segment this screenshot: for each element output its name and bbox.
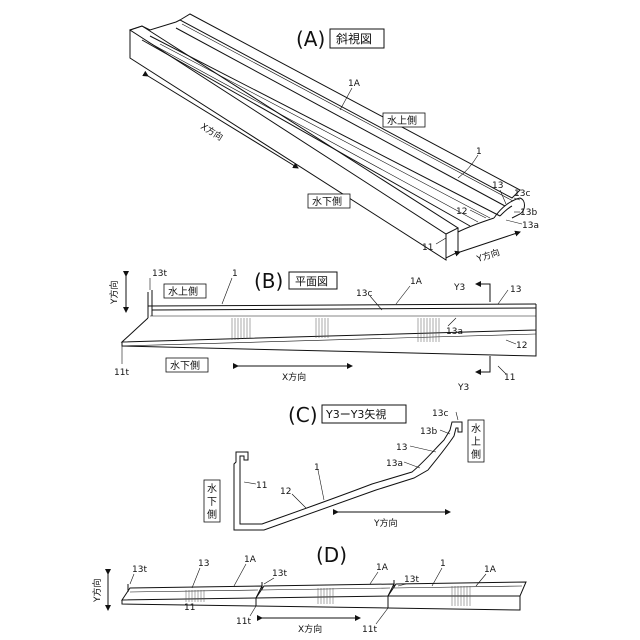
label-13-a: 13 — [492, 181, 503, 191]
label-11t-d-2: 11t — [362, 625, 377, 635]
label-13c-c: 13c — [432, 409, 448, 419]
upstream-char-1-c: 水 — [471, 423, 481, 435]
label-12-b: 12 — [516, 341, 527, 351]
label-1-a: 1 — [476, 147, 482, 157]
upstream-label-a: 水上側 — [387, 114, 417, 127]
label-11-a: 11 — [422, 243, 433, 253]
label-y3-top: Y3 — [453, 283, 465, 293]
downstream-char-2-c: 下 — [207, 497, 217, 508]
label-1-c: 1 — [314, 463, 320, 473]
panel-a: (A) 斜視図 — [130, 14, 539, 265]
upstream-label-b: 水上側 — [168, 285, 198, 298]
label-13a-b: 13a — [446, 327, 463, 337]
label-1-d: 1 — [440, 559, 446, 569]
panel-c: (C) Y3ーY3矢視 13c 13b 13 13a 水 上 側 11 1 12… — [204, 403, 484, 530]
upstream-char-3-c: 側 — [471, 448, 481, 461]
y-direction-label-a: Y方向 — [474, 246, 501, 265]
panel-b-caption: 平面図 — [295, 275, 328, 288]
gutter-perspective — [130, 14, 525, 260]
y-direction-arrow-a — [460, 232, 520, 252]
x-direction-label-b: X方向 — [282, 371, 306, 383]
label-11-d: 11 — [184, 603, 195, 613]
hatch-d-2 — [318, 588, 333, 604]
label-1A-d-1: 1A — [244, 555, 257, 565]
label-1A-b: 1A — [410, 277, 423, 287]
downstream-char-1-c: 水 — [207, 483, 217, 495]
y-direction-label-d: Y方向 — [91, 579, 103, 604]
downstream-char-3-c: 側 — [207, 508, 217, 521]
panel-b-letter: (B) — [254, 269, 283, 293]
label-1A-d-2: 1A — [376, 563, 389, 573]
hatch-band-3 — [418, 318, 439, 342]
label-1-b: 1 — [232, 269, 238, 279]
label-1A-d-3: 1A — [484, 565, 497, 575]
label-11t-d-1: 11t — [236, 617, 251, 627]
label-13t-d-2: 13t — [272, 569, 287, 579]
downstream-label-a: 水下側 — [312, 195, 342, 208]
y3-top-marker — [476, 284, 490, 302]
downstream-label-b: 水下側 — [170, 359, 200, 372]
gutter-cross-section — [234, 422, 462, 530]
hatch-band-1 — [232, 318, 250, 340]
label-y3-bottom: Y3 — [457, 383, 469, 393]
panel-c-caption: Y3ーY3矢視 — [325, 407, 386, 421]
panel-b: (B) 平面図 — [108, 269, 536, 393]
x-direction-label-d: X方向 — [298, 623, 322, 635]
label-13c-a: 13c — [514, 189, 530, 199]
label-11t-b: 11t — [114, 368, 129, 378]
upstream-char-2-c: 上 — [471, 436, 481, 448]
label-13t-d-3: 13t — [404, 575, 419, 585]
upstream-box-c: 水 上 側 — [468, 420, 484, 462]
label-11-c: 11 — [256, 481, 267, 491]
label-12-a: 12 — [456, 207, 467, 217]
panel-c-letter: (C) — [288, 403, 318, 427]
label-13a-c: 13a — [386, 459, 403, 469]
hatch-d-1 — [186, 590, 204, 602]
label-11-b: 11 — [504, 373, 515, 383]
y3-bottom-marker — [476, 356, 490, 372]
x-direction-label-a: X方向 — [198, 120, 225, 143]
label-13-b: 13 — [510, 285, 521, 295]
label-13t-b: 13t — [152, 269, 167, 279]
hatch-band-2 — [316, 318, 328, 338]
label-13-d: 13 — [198, 559, 209, 569]
y-direction-label-c: Y方向 — [373, 517, 398, 529]
label-12-c: 12 — [280, 487, 291, 497]
panel-d-letter: (D) — [316, 543, 347, 567]
label-13-c: 13 — [396, 443, 407, 453]
gutter-sequence — [122, 580, 526, 610]
panel-a-caption: 斜視図 — [336, 31, 372, 46]
panel-a-letter: (A) — [296, 27, 325, 51]
label-13a-a: 13a — [522, 221, 539, 231]
panel-d: (D) — [91, 543, 526, 635]
label-13b-c: 13b — [420, 427, 437, 437]
label-13c-b: 13c — [356, 289, 372, 299]
y-direction-label-b: Y方向 — [108, 281, 120, 306]
downstream-box-c: 水 下 側 — [204, 480, 220, 522]
label-13b-a: 13b — [520, 208, 537, 218]
label-13t-d-1: 13t — [132, 565, 147, 575]
gutter-plan — [122, 290, 536, 356]
label-1A-a: 1A — [348, 79, 361, 89]
